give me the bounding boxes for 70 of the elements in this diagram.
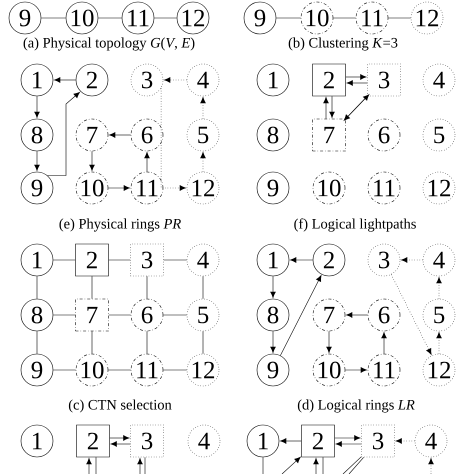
node-box: 2 — [312, 64, 346, 96]
arrow — [346, 80, 368, 86]
arrow — [200, 152, 206, 172]
link-line — [36, 276, 38, 299]
arrow — [270, 276, 276, 298]
arrow — [336, 441, 362, 447]
arrow — [345, 367, 367, 373]
link-line — [202, 331, 204, 354]
arrow — [137, 458, 143, 474]
arrow — [270, 331, 276, 353]
link-line — [108, 314, 131, 316]
link-line — [144, 457, 146, 474]
arrow — [334, 435, 360, 441]
caption: (d) Logical rings LR — [298, 399, 415, 413]
link-line — [342, 456, 362, 474]
arrow — [313, 458, 319, 474]
arrow — [160, 88, 186, 191]
arrow — [89, 151, 95, 171]
arrow — [346, 312, 368, 318]
link-line — [202, 276, 204, 299]
arrow — [144, 152, 150, 172]
arrow — [108, 185, 130, 191]
caption: (c) CTN selection — [68, 399, 172, 413]
arrow — [282, 456, 301, 474]
caption: (a) Physical topology G(V, E) — [24, 37, 194, 51]
node-box: 7 — [312, 118, 346, 152]
arrow — [348, 94, 370, 116]
link-line — [36, 331, 38, 354]
link-line — [348, 457, 364, 474]
caption: (f) Logical lightpaths — [294, 218, 416, 232]
arrow — [323, 97, 329, 119]
arrow — [54, 77, 76, 83]
link-line — [262, 457, 264, 474]
link-line — [53, 314, 76, 316]
arrow — [34, 96, 40, 118]
link-line — [322, 457, 324, 474]
arrow — [280, 438, 302, 444]
arrow — [164, 77, 187, 83]
arrow — [280, 275, 322, 356]
link-line — [146, 331, 148, 354]
caption: (e) Physical rings PR — [59, 218, 181, 232]
arrow — [436, 332, 442, 354]
node-box: 3 — [130, 244, 164, 276]
arrow — [34, 151, 40, 171]
node-box: 3 — [367, 64, 401, 96]
arrow — [436, 277, 442, 299]
node-box: 2 — [75, 244, 109, 276]
arrow — [290, 257, 313, 263]
arrow — [86, 458, 92, 474]
arrow — [47, 92, 80, 176]
arrow — [381, 332, 387, 354]
link-line — [163, 314, 187, 316]
caption: (b) Clustering K=3 — [288, 37, 398, 51]
node-box: 7 — [75, 298, 109, 332]
node-box: 3 — [361, 424, 395, 458]
node-box: 3 — [130, 424, 164, 458]
arrow — [109, 132, 131, 138]
arrow — [346, 74, 366, 80]
arrow — [428, 458, 434, 474]
arrow — [110, 441, 130, 447]
arrow — [396, 438, 415, 444]
arrow — [110, 435, 130, 441]
node-box: 2 — [301, 424, 335, 458]
arrow — [326, 331, 332, 353]
arrow — [391, 274, 432, 355]
arrow — [401, 257, 423, 263]
node-box: 2 — [76, 424, 110, 458]
link-line — [146, 276, 148, 299]
arrow — [329, 96, 335, 118]
arrow — [200, 97, 206, 119]
